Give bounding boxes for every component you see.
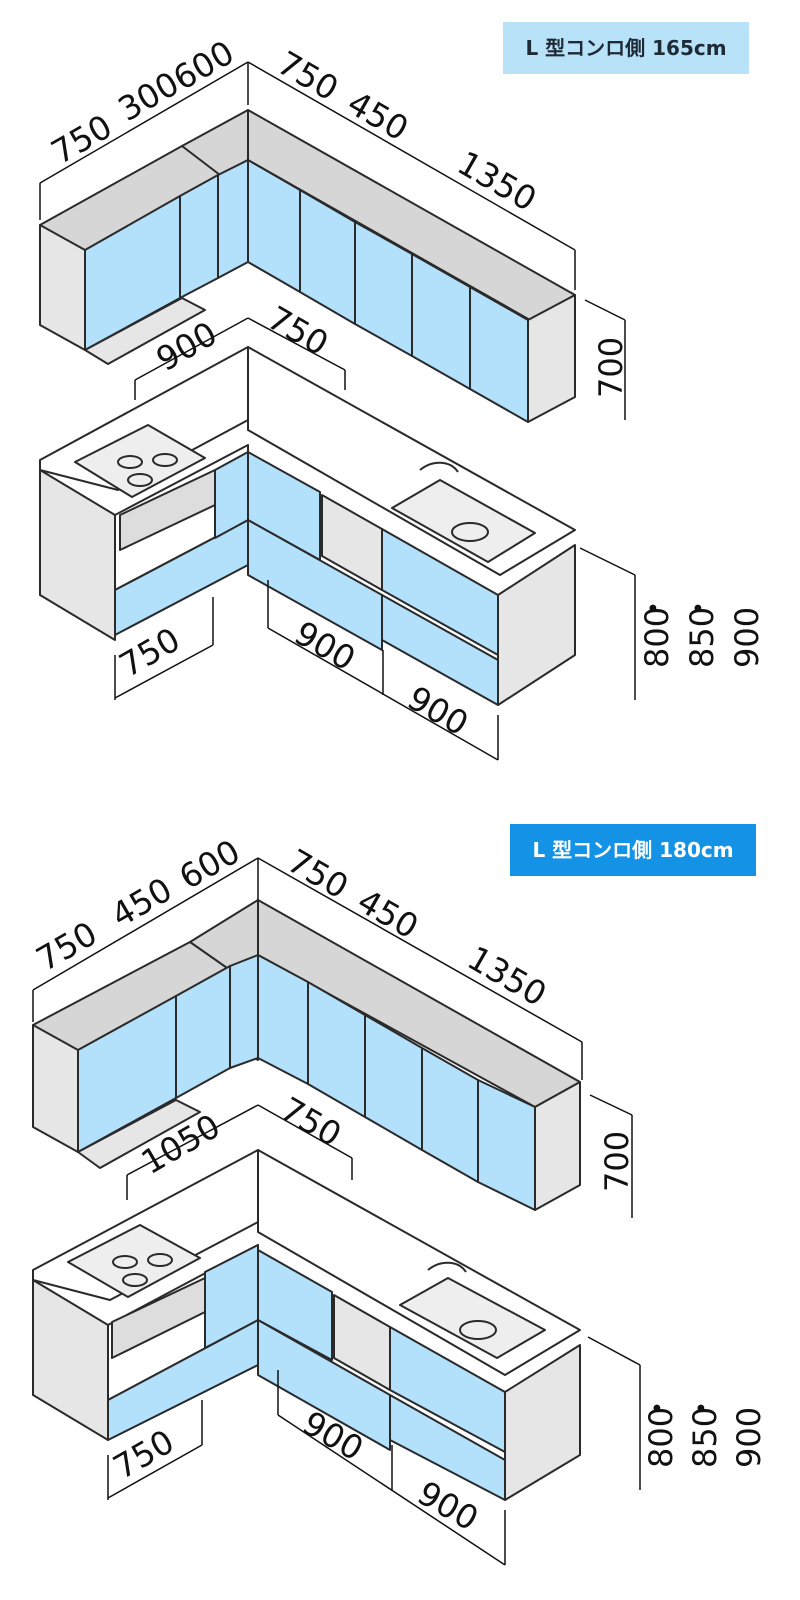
dim-base-height-3: 900 (728, 607, 766, 668)
dim-base-right-b: 900 (401, 678, 475, 743)
separator-dot: ・ (639, 1392, 677, 1424)
dim-upper-left-1: 750 (45, 107, 119, 172)
burner (152, 453, 178, 467)
upper-shelf (84, 297, 206, 365)
burner (127, 473, 153, 487)
burner (122, 1273, 148, 1287)
base-drawer (257, 1319, 391, 1451)
faucet (427, 1261, 467, 1273)
base-side-left (39, 469, 116, 641)
base-side-left (32, 1279, 109, 1441)
cooktop (74, 424, 206, 498)
upper-shelf (77, 1099, 201, 1169)
dim-upper-right-2: 450 (351, 881, 425, 946)
dim-base-height-1: 800 (638, 607, 676, 668)
base-side-right (504, 1344, 581, 1501)
kitchen-diagram: 750 450 600 750 450 1350 700 1050 750 75… (30, 832, 768, 1566)
faucet (419, 461, 459, 473)
dim-base-height-3: 900 (730, 1407, 768, 1468)
dim-upper-right-3: 1350 (451, 143, 543, 219)
dim-upper-left-2: 450 (105, 870, 179, 935)
dim-base-height-1: 800 (642, 1407, 680, 1468)
upper-side-right (534, 1081, 581, 1211)
base-side-right (497, 544, 576, 706)
dim-upper-right-1: 750 (271, 43, 345, 108)
upper-door (179, 174, 219, 299)
layout-165: L 型コンロ側 165cm (39, 22, 766, 761)
dim-upper-height: 700 (598, 1131, 636, 1192)
sink (391, 479, 536, 563)
sink-drain (459, 1320, 497, 1340)
grill-unit (119, 469, 216, 551)
kitchen-diagram: 750 300 600 750 450 1350 700 900 750 750… (39, 33, 766, 761)
dim-upper-right-3: 1350 (461, 938, 553, 1014)
upper-side-right (527, 294, 576, 423)
base-door (257, 1249, 333, 1361)
dim-upper-right-1: 750 (281, 841, 355, 906)
dim-counter-right: 750 (261, 298, 335, 363)
sink-drain (451, 522, 489, 542)
layout-180: L 型コンロ側 180cm (0, 800, 800, 1600)
burner (147, 1253, 173, 1267)
base-drawer (247, 519, 383, 651)
dim-upper-height: 700 (592, 337, 630, 398)
dim-base-height-2: 850 (686, 1407, 724, 1468)
dim-upper-left-1: 750 (30, 914, 104, 979)
layout-label: L 型コンロ側 180cm (510, 824, 756, 876)
sink (399, 1277, 546, 1359)
dim-upper-right-2: 450 (341, 83, 415, 148)
separator-dot: ・ (683, 1392, 721, 1424)
burner (112, 1255, 138, 1269)
burner (117, 455, 143, 469)
separator-dot: ・ (635, 592, 673, 624)
upper-door (229, 954, 259, 1069)
cooktop (67, 1224, 201, 1298)
upper-door (217, 159, 249, 279)
grill-unit (111, 1277, 206, 1359)
layout-label: L 型コンロ側 165cm (503, 22, 749, 74)
dim-base-height-2: 850 (683, 607, 721, 668)
separator-dot: ・ (680, 592, 718, 624)
